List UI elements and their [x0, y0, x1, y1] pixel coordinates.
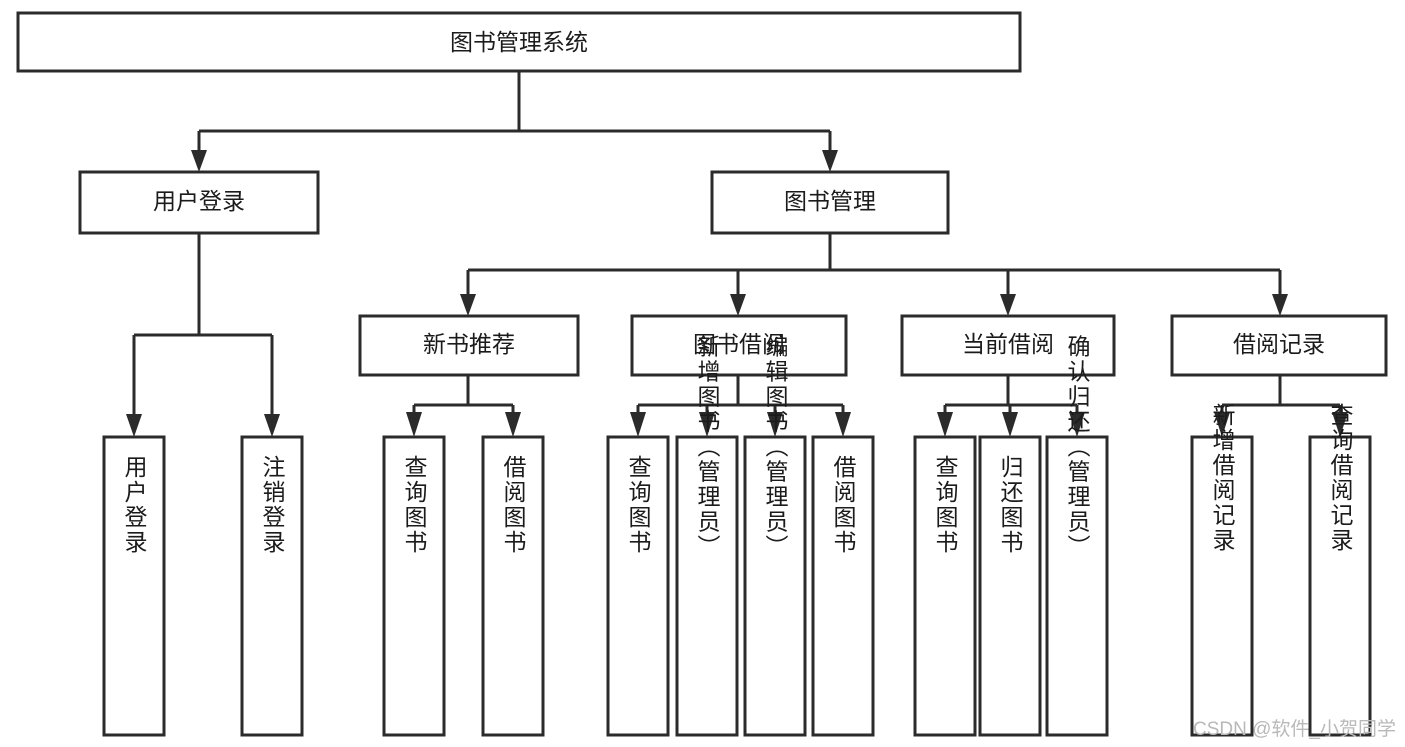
- node-user-login-label: 用户登录: [153, 188, 245, 214]
- leaf-node-add-record[interactable]: 新增借阅记录: [1190, 403, 1254, 737]
- node-root-label: 图书管理系统: [450, 29, 588, 55]
- leaf-query-book-1-box[interactable]: [382, 435, 446, 737]
- leaf-query-record-label: 查询借阅记录: [1327, 403, 1354, 553]
- leaf-borrow-book-1-label: 借阅图书: [500, 455, 527, 555]
- arrow-head-new-book: [460, 294, 476, 316]
- leaf-query-book-2-label: 查询图书: [625, 455, 652, 555]
- leaf-add-record-box[interactable]: [1190, 435, 1254, 737]
- node-current-borrow[interactable]: 当前借阅: [900, 314, 1116, 377]
- arrow-head-leaf-query-book-2: [630, 412, 646, 437]
- node-book-borrow-box[interactable]: [630, 314, 848, 377]
- leaf-node-user-login[interactable]: 用户登录: [102, 435, 166, 737]
- arrow-head-leaf-edit-book: [767, 412, 783, 437]
- node-new-book-recommend-box[interactable]: [358, 314, 580, 377]
- node-book-management[interactable]: 图书管理: [710, 170, 950, 235]
- leaf-borrow-book-1-box[interactable]: [481, 435, 545, 737]
- node-user-login[interactable]: 用户登录: [78, 170, 320, 235]
- node-book-borrow[interactable]: 图书借阅: [630, 314, 848, 377]
- leaf-node-add-book[interactable]: 新增图书（管理员）: [675, 335, 739, 737]
- leaf-return-book-box[interactable]: [978, 435, 1042, 737]
- node-root-box[interactable]: [16, 11, 1022, 73]
- arrow-head-leaf-user-logout: [264, 414, 280, 437]
- leaf-node-user-logout[interactable]: 注销登录: [240, 435, 304, 737]
- node-book-management-box[interactable]: [710, 170, 950, 235]
- node-borrow-record-box[interactable]: [1170, 314, 1388, 377]
- leaf-add-book-label: 新增图书（管理员）: [694, 335, 721, 560]
- leaf-confirm-return-box[interactable]: [1045, 435, 1109, 737]
- leaf-user-login-label: 用户登录: [121, 455, 148, 555]
- leaf-user-login-box[interactable]: [102, 435, 166, 737]
- leaf-query-book-2-box[interactable]: [606, 435, 670, 737]
- leaf-node-query-book-3[interactable]: 查询图书: [913, 435, 977, 737]
- arrow-head-leaf-confirm-return: [1069, 412, 1085, 437]
- leaf-node-query-book-2[interactable]: 查询图书: [606, 435, 670, 737]
- arrow-head-leaf-add-record: [1214, 412, 1230, 437]
- node-new-book-recommend-label: 新书推荐: [423, 331, 515, 357]
- node-book-borrow-label: 图书借阅: [693, 331, 785, 357]
- leaf-add-book-box[interactable]: [675, 435, 739, 737]
- arrow-head-borrow-record: [1272, 294, 1288, 316]
- arrow-head-book-borrow: [730, 294, 746, 316]
- leaf-add-record-label: 新增借阅记录: [1209, 403, 1236, 553]
- watermark-label: CSDN @软件_小贺同学: [1193, 718, 1396, 740]
- leaf-user-logout-label: 注销登录: [259, 455, 286, 555]
- leaf-edit-book-label: 编辑图书（管理员）: [762, 335, 789, 560]
- leaf-confirm-return-label: 确认归还（管理员）: [1064, 335, 1091, 560]
- leaf-node-query-record[interactable]: 查询借阅记录: [1308, 403, 1372, 737]
- leaf-node-borrow-book-1[interactable]: 借阅图书: [481, 435, 545, 737]
- node-root[interactable]: 图书管理系统: [16, 11, 1022, 73]
- arrow-head-leaf-query-book-3: [937, 412, 953, 437]
- arrow-head-current-borrow: [1000, 294, 1016, 316]
- arrow-head-leaf-query-record: [1332, 412, 1348, 437]
- arrow-head-leaf-add-book: [699, 412, 715, 437]
- arrow-head-leaf-return-book: [1002, 412, 1018, 437]
- leaf-node-confirm-return[interactable]: 确认归还（管理员）: [1045, 335, 1109, 737]
- node-book-management-label: 图书管理: [784, 188, 876, 214]
- leaf-borrow-book-2-label: 借阅图书: [830, 455, 857, 555]
- leaf-user-logout-box[interactable]: [240, 435, 304, 737]
- arrow-head-user-login: [191, 150, 207, 172]
- leaf-borrow-book-2-box[interactable]: [811, 435, 875, 737]
- leaf-node-return-book[interactable]: 归还图书: [978, 435, 1042, 737]
- node-current-borrow-label: 当前借阅: [962, 331, 1054, 357]
- arrow-head-book-management: [822, 150, 838, 172]
- arrow-head-leaf-borrow-book-1: [505, 412, 521, 437]
- node-borrow-record[interactable]: 借阅记录: [1170, 314, 1388, 377]
- node-user-login-box[interactable]: [78, 170, 320, 235]
- node-new-book-recommend[interactable]: 新书推荐: [358, 314, 580, 377]
- arrow-head-leaf-borrow-book-2: [835, 412, 851, 437]
- leaf-return-book-label: 归还图书: [997, 455, 1024, 555]
- arrow-head-leaf-user-login: [126, 414, 142, 437]
- leaf-query-record-box[interactable]: [1308, 435, 1372, 737]
- connector-layer: [126, 71, 1348, 437]
- leaf-query-book-3-label: 查询图书: [932, 455, 959, 555]
- arrow-head-leaf-query-book-1: [406, 412, 422, 437]
- node-borrow-record-label: 借阅记录: [1233, 331, 1325, 357]
- leaf-node-query-book-1[interactable]: 查询图书: [382, 435, 446, 737]
- leaf-node-borrow-book-2[interactable]: 借阅图书: [811, 435, 875, 737]
- leaf-query-book-3-box[interactable]: [913, 435, 977, 737]
- leaf-query-book-1-label: 查询图书: [401, 455, 428, 555]
- node-current-borrow-box[interactable]: [900, 314, 1116, 377]
- leaf-edit-book-box[interactable]: [743, 435, 807, 737]
- leaf-node-edit-book[interactable]: 编辑图书（管理员）: [743, 335, 807, 737]
